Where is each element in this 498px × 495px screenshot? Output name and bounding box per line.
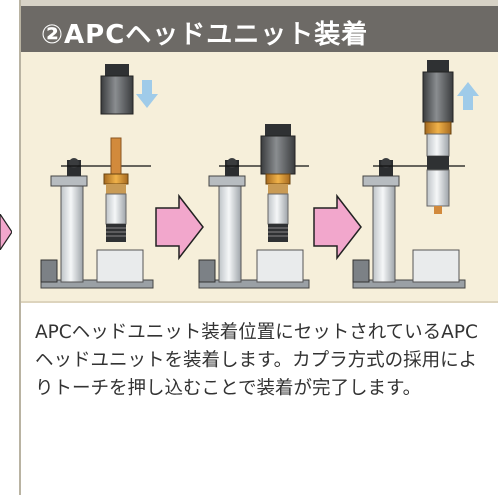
apc-head-unit xyxy=(100,75,134,115)
description-text: APCヘッドユニット装着位置にセットされているAPCヘッドユニットを装着します。… xyxy=(35,322,478,399)
step-2-unit-attached xyxy=(198,124,310,289)
installation-steps-illustration xyxy=(40,60,479,289)
down-arrow-icon xyxy=(136,80,158,108)
step-1-unit-lowering xyxy=(40,64,158,289)
torch-tip xyxy=(110,137,122,175)
band-divider xyxy=(21,301,498,303)
section-header: ②APCヘッドユニット装着 xyxy=(21,0,498,52)
previous-step-arrow-icon xyxy=(0,214,12,250)
right-arrow-icon xyxy=(155,193,204,261)
step-3-unit-lifted xyxy=(352,60,479,289)
head-cap xyxy=(105,64,129,78)
holder-box xyxy=(96,249,144,283)
support-column xyxy=(60,185,84,283)
up-arrow-icon xyxy=(457,82,479,110)
apc-head-unit-panel: ②APCヘッドユニット装着 xyxy=(19,0,498,495)
right-arrow-icon xyxy=(313,193,362,261)
section-title: ②APCヘッドユニット装着 xyxy=(41,20,369,50)
